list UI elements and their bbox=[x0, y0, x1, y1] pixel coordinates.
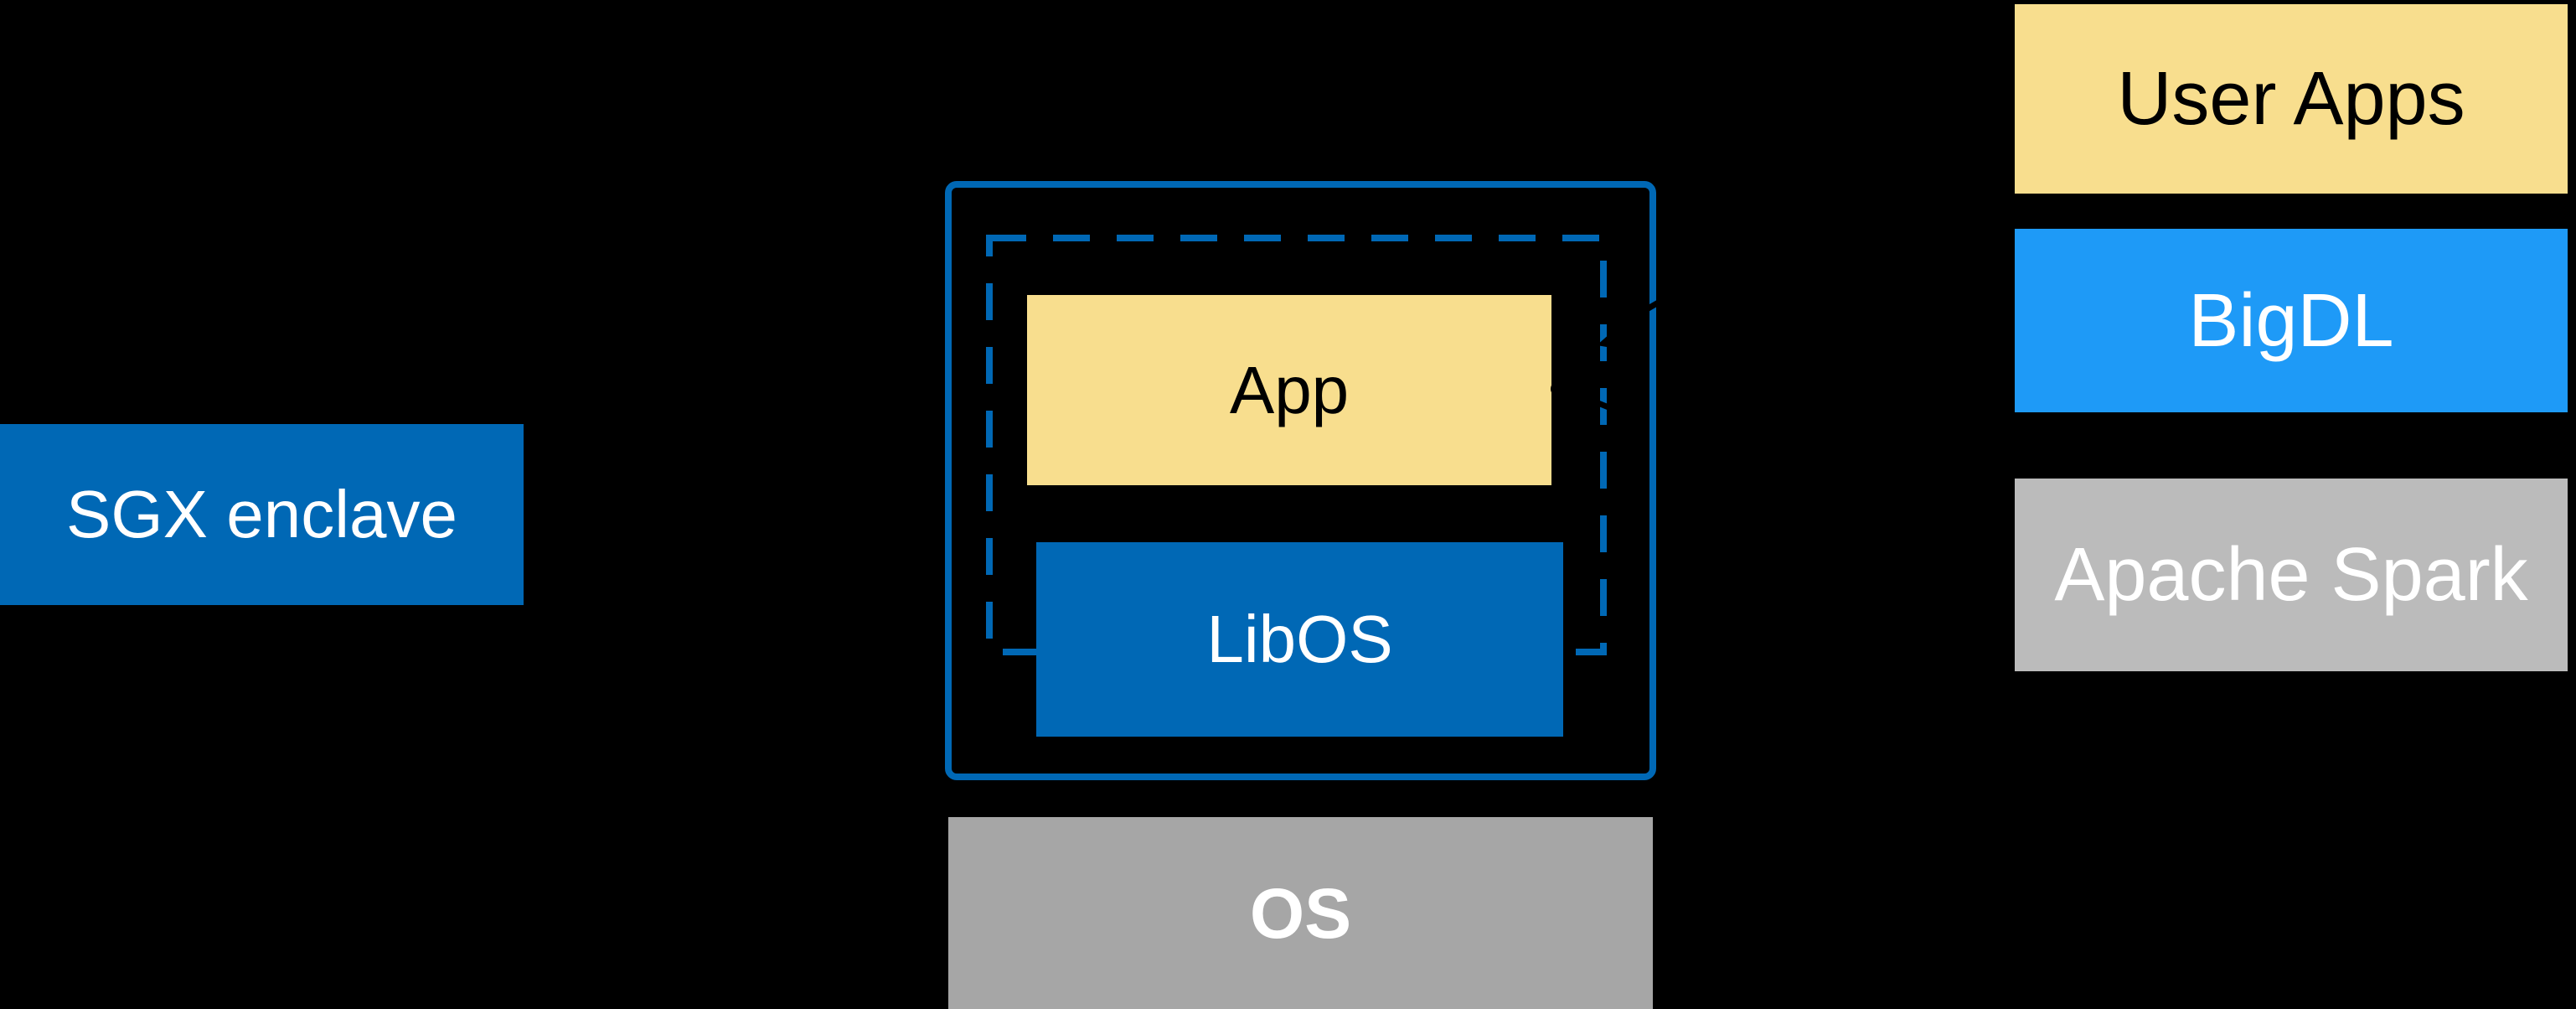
user-apps-box: User Apps bbox=[2015, 4, 2568, 194]
sgx-enclave-box: SGX enclave bbox=[0, 424, 524, 605]
apache-spark-box: Apache Spark bbox=[2015, 479, 2568, 671]
libos-label: LibOS bbox=[1206, 602, 1393, 676]
enclave-dashed-border bbox=[986, 235, 1607, 655]
user-apps-label: User Apps bbox=[2117, 57, 2465, 141]
enclave-outer-border bbox=[945, 181, 1656, 780]
bigdl-box: BigDL bbox=[2015, 229, 2568, 412]
sgx-enclave-label: SGX enclave bbox=[66, 477, 457, 551]
app-box: App bbox=[1027, 295, 1551, 485]
os-label: OS bbox=[1249, 873, 1352, 953]
bigdl-label: BigDL bbox=[2188, 278, 2394, 363]
libos-box: LibOS bbox=[1036, 542, 1563, 737]
apache-spark-label: Apache Spark bbox=[2054, 533, 2528, 617]
os-box: OS bbox=[948, 817, 1653, 1009]
app-label: App bbox=[1229, 352, 1350, 427]
